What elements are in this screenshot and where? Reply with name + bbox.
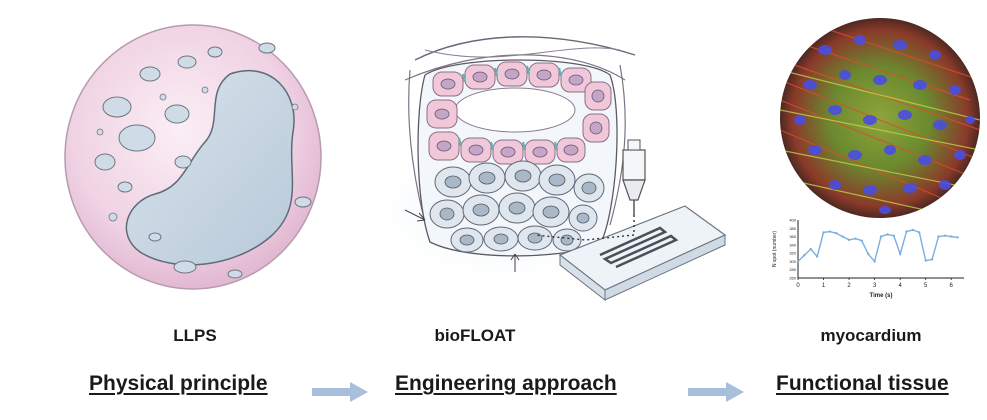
- caption-llps: LLPS: [173, 326, 217, 345]
- x-tick-label: 5: [924, 283, 928, 289]
- x-tick-labels: 0 1 2 3 4 5 6: [796, 278, 954, 289]
- data-point: [930, 258, 934, 261]
- y-tick-label: 360: [789, 234, 796, 239]
- data-point: [956, 236, 959, 239]
- caption-biofloat: bioFLOAT: [434, 326, 516, 345]
- x-tick-label: 3: [873, 283, 877, 289]
- data-point: [854, 237, 857, 240]
- data-point: [867, 252, 870, 256]
- data-point: [905, 230, 908, 233]
- y-tick-label: 340: [789, 242, 796, 247]
- data-point: [873, 260, 876, 263]
- y-tick-label: 260: [789, 276, 796, 281]
- stage-physical-principle: Physical principle: [89, 372, 268, 395]
- stage-functional-tissue: Functional tissue: [776, 372, 949, 395]
- data-point: [879, 235, 883, 238]
- data-point: [937, 235, 940, 238]
- data-point: [796, 260, 800, 263]
- data-point: [911, 228, 915, 232]
- x-tick-label: 0: [796, 283, 800, 289]
- arrow-right-icon: [312, 382, 368, 402]
- x-tick-label: 6: [950, 283, 954, 289]
- data-point: [803, 254, 806, 257]
- data-point: [841, 235, 844, 238]
- data-point: [943, 234, 947, 237]
- y-tick-label: 280: [789, 267, 796, 272]
- stage-engineering-approach: Engineering approach: [395, 372, 617, 395]
- y-tick-label: 320: [789, 251, 796, 256]
- data-point: [918, 231, 921, 234]
- cardiac-tissue-icon: 260 280 300 320 340 360 380 400 0 1 2 3 4 5 6 N spot …: [772, 18, 980, 299]
- data-point: [886, 233, 889, 236]
- data-point: [950, 235, 953, 238]
- arrow-right-icon: [688, 382, 744, 402]
- y-tick-label: 300: [789, 259, 796, 264]
- data-point: [828, 230, 832, 233]
- data-point: [898, 252, 902, 256]
- x-tick-label: 4: [898, 283, 902, 289]
- x-axis-label: Time (s): [870, 293, 893, 299]
- droplet-icon: [64, 24, 322, 290]
- data-point: [835, 232, 838, 235]
- x-tick-label: 2: [847, 283, 851, 289]
- data-point: [892, 234, 895, 237]
- caption-myocardium: myocardium: [820, 326, 922, 345]
- data-point: [847, 238, 851, 242]
- data-point: [822, 231, 825, 234]
- y-tick-labels: 260 280 300 320 340 360 380 400: [789, 218, 796, 281]
- data-point: [860, 239, 864, 242]
- data-point: [924, 259, 927, 262]
- y-tick-label: 400: [789, 218, 796, 223]
- beating-chart: 260 280 300 320 340 360 380 400 0 1 2 3 4 5 6 N spot …: [772, 218, 964, 299]
- series-line: [797, 229, 958, 263]
- llps-droplet-illustration: [55, 12, 335, 302]
- data-point: [809, 247, 812, 251]
- bioprinted-tissue-icon: [375, 36, 727, 302]
- y-tick-label: 380: [789, 226, 796, 231]
- biofloat-illustration: [375, 10, 730, 310]
- y-axis-label: N spot (number): [772, 231, 778, 267]
- series-points: [796, 228, 959, 263]
- myocardium-illustration: 260 280 300 320 340 360 380 400 0 1 2 3 4 5 6 N spot …: [770, 10, 980, 300]
- data-point: [815, 255, 819, 258]
- x-tick-label: 1: [822, 283, 826, 289]
